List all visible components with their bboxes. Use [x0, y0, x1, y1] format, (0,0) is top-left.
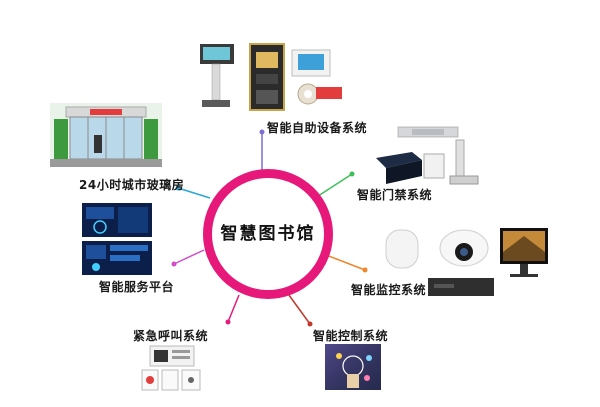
emergency-call-image: [141, 345, 201, 391]
center-ring: [203, 169, 333, 299]
center-title: 智慧图书馆: [220, 224, 316, 244]
label-self-service: 智能自助设备系统: [267, 121, 368, 135]
label-service-platform: 智能服务平台: [99, 280, 175, 294]
label-control: 智能控制系统: [313, 329, 389, 343]
control-system-image: [325, 344, 381, 390]
connector-control: [285, 290, 311, 325]
self-service-devices-image: [200, 43, 342, 111]
label-access-control: 智能门禁系统: [357, 188, 433, 202]
access-control-image: [376, 126, 479, 185]
connector-glass-room: [177, 187, 211, 199]
monitoring-image: [385, 228, 548, 296]
label-monitoring: 智能监控系统: [351, 283, 427, 297]
service-platform-image: [82, 203, 152, 275]
label-emergency: 紧急呼叫系统: [133, 329, 209, 343]
connector-service: [173, 249, 205, 265]
glass-room-image: [50, 103, 162, 167]
label-glass-room: 24小时城市玻璃房: [79, 178, 185, 192]
connector-emergency: [227, 294, 240, 323]
